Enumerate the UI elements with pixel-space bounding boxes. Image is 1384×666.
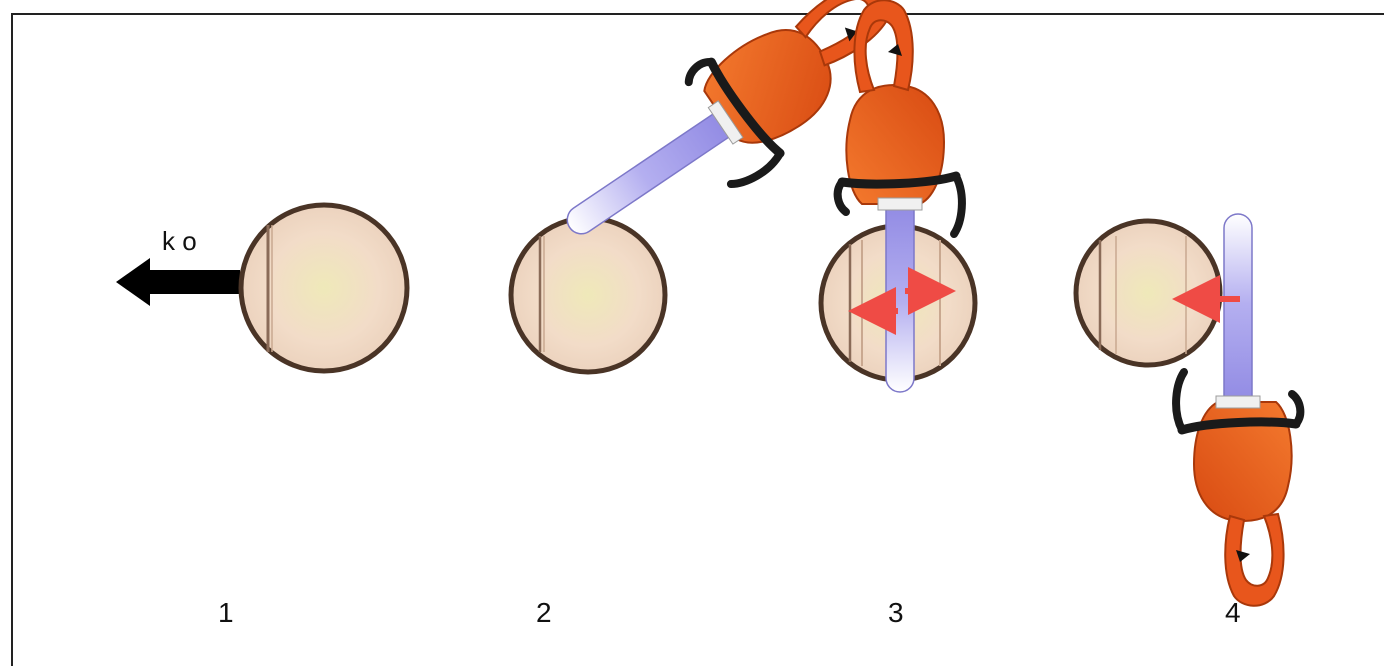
step-4-group [1076,214,1300,606]
step-1-group: k o [116,205,407,371]
direction-label: k o [162,226,197,256]
log-cross-section-icon [511,218,665,372]
step-3-group [821,0,975,392]
log-cross-section-icon [241,205,407,371]
arrow-left-icon [116,258,240,306]
log-cross-section-icon [1076,221,1220,365]
step-number-4: 4 [1225,597,1241,628]
step-number-1: 1 [218,597,234,628]
step-number-3: 3 [888,597,904,628]
step-number-2: 2 [536,597,552,628]
